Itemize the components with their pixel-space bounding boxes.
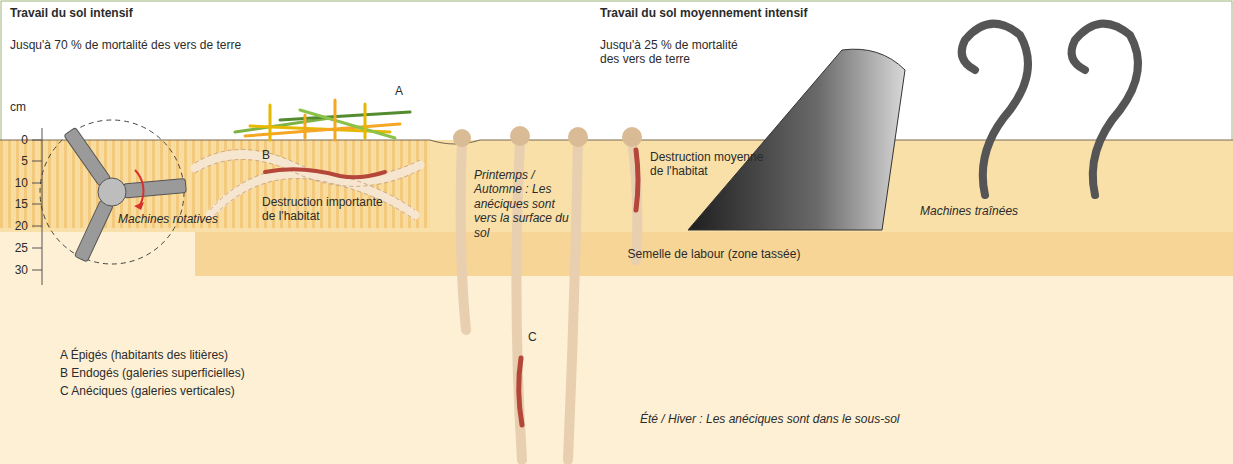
legend-line: A Épigés (habitants des litières) (60, 348, 228, 362)
callout-letter: A (395, 84, 403, 98)
band-label: Semelle de labour (zone tassée) (628, 247, 801, 261)
caption-label: Machines rotatives (118, 212, 218, 226)
note: Jusqu'à 25 % de mortalité des vers de te… (600, 38, 740, 67)
tick-label: 30 (6, 263, 28, 277)
tick-label: 0 (6, 133, 28, 147)
note: Destruction importante de l'habitat (262, 195, 387, 224)
caption-label: Machines traînées (920, 204, 1018, 218)
note: Jusqu'à 70 % de mortalité des vers de te… (10, 38, 241, 52)
compacted-band: Semelle de labour (zone tassée) (195, 232, 1233, 276)
tick-label: 15 (6, 197, 28, 211)
note: Destruction moyenne de l'habitat (650, 150, 765, 179)
legend-line: C Anéciques (galeries verticales) (60, 384, 235, 398)
callout-letter: B (262, 148, 270, 162)
note: Été / Hiver : Les anéciques sont dans le… (640, 412, 899, 426)
callout-letter: C (528, 330, 537, 344)
heading: Travail du sol moyennement intensif (600, 6, 807, 20)
axis-unit: cm (10, 100, 26, 114)
note: Printemps / Automne : Les anéciques sont… (474, 168, 578, 240)
tick-label: 10 (6, 176, 28, 190)
tick-label: 5 (6, 154, 28, 168)
tick-label: 20 (6, 219, 28, 233)
tick-label: 25 (6, 241, 28, 255)
heading: Travail du sol intensif (10, 6, 133, 20)
legend-line: B Endogés (galeries superficielles) (60, 366, 245, 380)
